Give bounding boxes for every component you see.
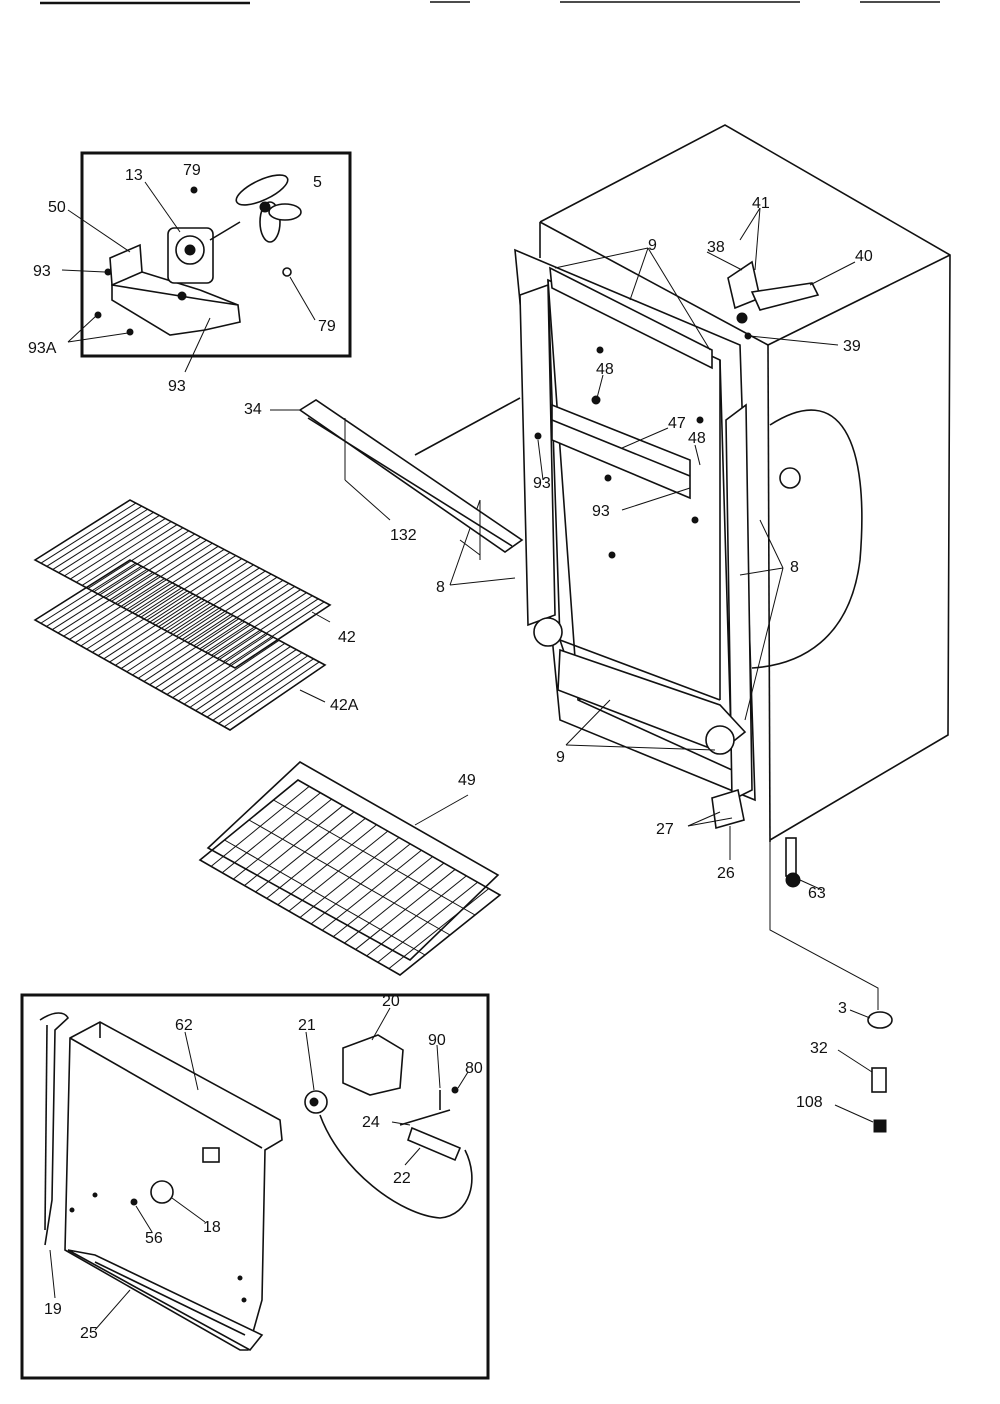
- label-8-right: 8: [790, 559, 799, 576]
- label-40: 40: [855, 248, 873, 265]
- label-42a: 42A: [330, 697, 359, 714]
- label-56: 56: [145, 1230, 163, 1247]
- label-5: 5: [313, 174, 322, 191]
- label-38: 38: [707, 239, 725, 256]
- foot-assembly-drawing: [834, 1009, 893, 1133]
- fan-blade-5-drawing: [235, 174, 302, 243]
- label-13: 13: [125, 167, 143, 184]
- label-93-rail: 93: [592, 503, 610, 520]
- label-9-top: 9: [648, 237, 657, 254]
- label-20: 20: [382, 993, 400, 1010]
- label-79: 79: [318, 318, 336, 335]
- label-19: 19: [44, 1301, 62, 1318]
- label-8-left: 8: [436, 579, 445, 596]
- label-32: 32: [810, 1040, 828, 1057]
- label-79-top: 79: [183, 162, 201, 179]
- label-93-liner: 93: [533, 475, 551, 492]
- label-108: 108: [796, 1094, 823, 1111]
- control-panel-inset: [20, 993, 490, 1380]
- label-50: 50: [48, 199, 66, 216]
- label-27: 27: [656, 821, 674, 838]
- label-25: 25: [80, 1325, 98, 1342]
- top-edge-artifact: [40, 1, 940, 5]
- label-93a: 93A: [28, 340, 57, 357]
- label-24: 24: [362, 1114, 380, 1131]
- label-18: 18: [203, 1219, 221, 1236]
- label-3: 3: [838, 1000, 847, 1017]
- screw-79-drawing: [282, 267, 292, 277]
- label-41: 41: [752, 195, 770, 212]
- label-62: 62: [175, 1017, 193, 1034]
- shelf-42-drawing: [33, 499, 332, 669]
- basket-49-drawing: [198, 761, 502, 976]
- label-93-fan: 93: [33, 263, 51, 280]
- screw-79-top-drawing: [190, 186, 198, 194]
- label-80: 80: [465, 1060, 483, 1077]
- label-42: 42: [338, 629, 356, 646]
- label-49: 49: [458, 772, 476, 789]
- label-22: 22: [393, 1170, 411, 1187]
- liner-34-drawing: [270, 397, 524, 560]
- freezer-cabinet: [449, 124, 951, 1010]
- label-21: 21: [298, 1017, 316, 1034]
- label-93-bracket: 93: [168, 378, 186, 395]
- label-63: 63: [808, 885, 826, 902]
- label-48-top: 48: [596, 361, 614, 378]
- fan-motor-inset: [61, 151, 352, 373]
- callout-labels: 13 79 5 50 93 79 93A 93 34 132 42 42A 49…: [28, 162, 873, 1342]
- shelf-42a-drawing: [33, 559, 327, 731]
- label-132: 132: [390, 527, 417, 544]
- label-90: 90: [428, 1032, 446, 1049]
- label-48-side: 48: [688, 430, 706, 447]
- label-47: 47: [668, 415, 686, 432]
- label-39: 39: [843, 338, 861, 355]
- label-26: 26: [717, 865, 735, 882]
- fan-motor-13-drawing: [167, 221, 241, 301]
- label-9-bottom: 9: [556, 749, 565, 766]
- label-34: 34: [244, 401, 262, 418]
